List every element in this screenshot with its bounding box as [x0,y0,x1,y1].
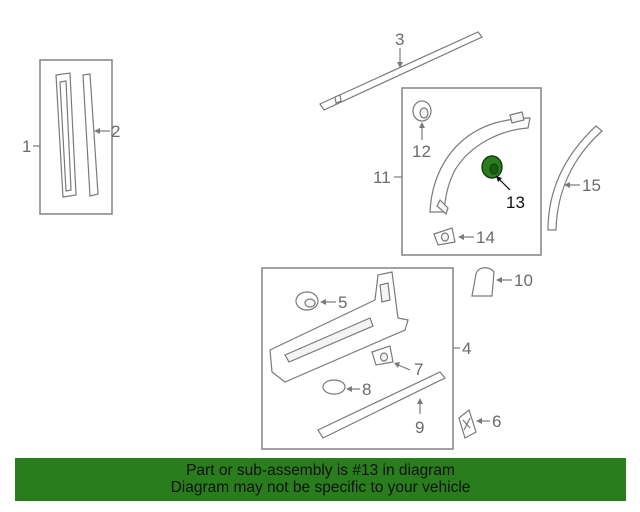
callout-7[interactable]: 7 [414,360,423,379]
part-12-clip[interactable] [412,100,432,122]
callout-2[interactable]: 2 [111,122,120,141]
part-1-pillar-garnish[interactable] [55,72,77,198]
part-7-clip[interactable] [371,345,394,366]
part-6-clip[interactable] [458,408,477,439]
part-13-fastener-highlighted[interactable] [481,155,503,179]
part-9-rocker-molding[interactable] [317,371,446,439]
callout-1[interactable]: 1 [22,137,31,156]
part-15-molding[interactable] [547,125,603,231]
callout-9[interactable]: 9 [415,418,424,437]
callout-8[interactable]: 8 [362,380,371,399]
banner-line-2: Diagram may not be specific to your vehi… [170,479,471,496]
callout-11[interactable]: 11 [373,168,391,187]
part-3-roof-molding[interactable] [319,31,483,111]
part-11-wheel-opening-molding[interactable] [429,111,531,216]
part-14-clip[interactable] [433,227,456,246]
callout-13[interactable]: 13 [506,193,525,212]
part-8-seal[interactable] [322,379,346,395]
callout-15[interactable]: 15 [582,176,601,195]
callout-5[interactable]: 5 [338,293,347,312]
callout-12[interactable]: 12 [412,142,431,161]
callout-4[interactable]: 4 [462,339,471,358]
part-5-clip[interactable] [295,291,319,311]
frame-wheel-group [401,87,542,256]
frame-rocker-group [261,267,454,450]
callout-3[interactable]: 3 [395,30,404,49]
part-4-rocker-garnish[interactable] [269,271,409,383]
callout-10[interactable]: 10 [514,271,533,290]
banner-line-1: Part or sub-assembly is #13 in diagram [186,462,455,479]
frame-pillar-group [39,59,113,215]
part-2-pillar-molding[interactable] [82,73,99,197]
info-banner: Part or sub-assembly is #13 in diagram D… [15,458,626,501]
callout-6[interactable]: 6 [492,412,501,431]
callout-14[interactable]: 14 [476,228,495,247]
part-10-cap[interactable] [471,267,495,297]
